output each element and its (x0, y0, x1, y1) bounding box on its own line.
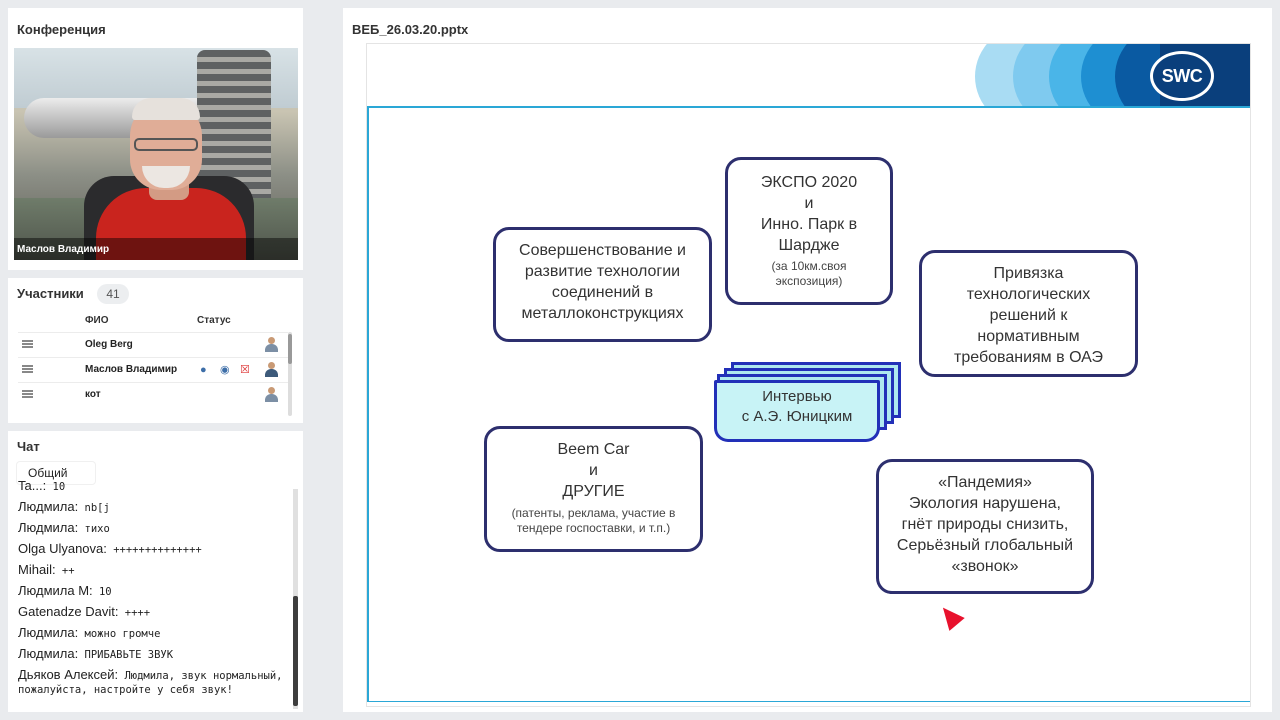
logo-text: SWC (1161, 66, 1203, 86)
chat-message: Людмила: тихо (18, 520, 110, 536)
presentation-panel: ВЕБ_26.03.20.pptx SWC ЭКСПО 2020 и Инно.… (343, 8, 1272, 712)
chat-tab-general[interactable]: Общий (17, 462, 95, 484)
participants-title: Участники (17, 286, 84, 301)
menu-icon[interactable] (22, 340, 33, 348)
chat-message: Mihail: ++ (18, 562, 75, 578)
box-beem-car: Beem Car и ДРУГИЕ (патенты, реклама, уча… (484, 426, 703, 552)
presentation-slide: SWC ЭКСПО 2020 и Инно. Парк в Шардже (за… (366, 43, 1251, 707)
slide-content-frame (367, 106, 1250, 702)
user-icon (265, 387, 278, 402)
chat-message: Дьяков Алексей: Людмила, звук нормальный… (18, 667, 283, 697)
participant-row[interactable]: Oleg Berg (18, 332, 288, 356)
chat-title: Чат (17, 439, 40, 454)
conference-title: Конференция (17, 22, 106, 37)
logo-banner: SWC (975, 44, 1250, 107)
box-expo: ЭКСПО 2020 и Инно. Парк в Шардже (за 10к… (725, 157, 893, 305)
box-pandemic: «Пандемия» Экология нарушена, гнёт приро… (876, 459, 1094, 594)
microphone-icon[interactable]: ● (200, 364, 207, 376)
box-interview: Интервью с А.Э. Юницким (714, 380, 880, 442)
presentation-filename: ВЕБ_26.03.20.pptx (352, 22, 469, 37)
box-technology: Совершенствование и развитие технологии … (493, 227, 712, 342)
chat-message: Людмила М: 10 (18, 583, 112, 599)
participant-name: Oleg Berg (85, 339, 133, 350)
chat-message: Ta...: 10 (18, 481, 66, 493)
chat-message: Людмила: nb[j (18, 499, 110, 515)
participant-name: Маслов Владимир (85, 364, 178, 375)
box-binding: Привязка технологических решений к норма… (919, 250, 1138, 377)
screen-share-off-icon[interactable]: ☒ (240, 364, 250, 376)
participants-count: 41 (97, 284, 129, 304)
chat-message: Людмила: можно громче (18, 625, 161, 641)
menu-icon[interactable] (22, 390, 33, 398)
chat-scrollbar-thumb[interactable] (293, 596, 298, 706)
user-icon (265, 337, 278, 352)
host-user-icon (265, 362, 278, 377)
column-header-name[interactable]: ФИО (85, 315, 109, 326)
speaker-video[interactable]: Маслов Владимир (14, 48, 298, 260)
chat-message: Olga Ulyanova: ++++++++++++++ (18, 541, 202, 557)
participants-panel: Участники 41 ФИО Статус Oleg Berg Маслов… (8, 278, 303, 423)
camera-icon[interactable]: ◉ (220, 364, 230, 376)
participant-row[interactable]: кот (18, 382, 288, 406)
chat-message: Gatenadze Davit: ++++ (18, 604, 151, 620)
menu-icon[interactable] (22, 365, 33, 373)
participant-row[interactable]: Маслов Владимир ● ◉ ☒ (18, 357, 288, 381)
participants-scrollbar[interactable] (288, 332, 292, 416)
column-header-status[interactable]: Статус (197, 315, 231, 326)
chat-panel: Чат Общий Ta...: 10 Людмила: nb[j Людмил… (8, 431, 303, 712)
speaker-name: Маслов Владимир (17, 244, 110, 255)
participant-name: кот (85, 389, 101, 400)
swc-logo-icon (1150, 51, 1214, 101)
chat-message: Людмила: ПРИБАВЬТЕ ЗВУК (18, 646, 174, 662)
participants-scrollbar-thumb[interactable] (288, 334, 292, 364)
conference-panel: Конференция Маслов Владимир (8, 8, 303, 270)
chat-messages: Ta...: 10 Людмила: nb[j Людмила: тихо Ol… (8, 481, 293, 709)
